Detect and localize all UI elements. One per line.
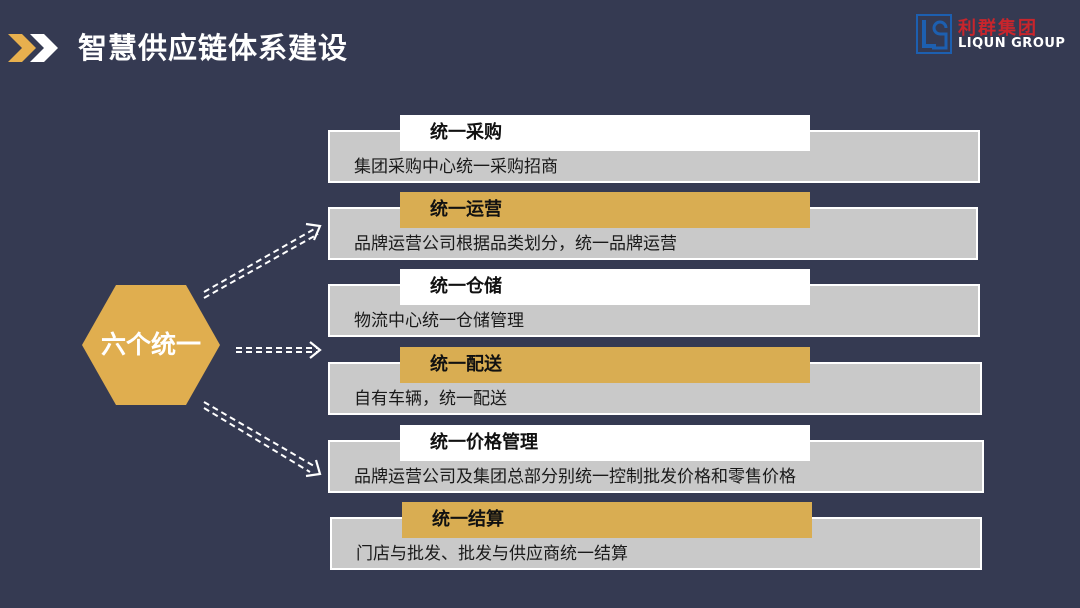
company-logo: 利群集团 LIQUN GROUP [916,14,1066,56]
dashed-arrows [203,222,322,478]
item-title: 统一运营 [400,192,810,228]
item-title: 统一配送 [400,347,810,383]
center-hexagon: 六个统一 [82,285,220,405]
item-title: 统一结算 [402,502,812,538]
item-description: 品牌运营公司及集团总部分别统一控制批发价格和零售价格 [354,467,796,487]
item-title: 统一价格管理 [400,425,810,461]
chevron-right-icon [8,34,58,62]
center-label: 六个统一 [100,330,201,359]
item-description: 物流中心统一仓储管理 [354,311,524,331]
page-title: 智慧供应链体系建设 [78,31,349,65]
logo-name-cn: 利群集团 [958,18,1038,39]
logo-name-en: LIQUN GROUP [958,36,1066,51]
item-description: 门店与批发、批发与供应商统一结算 [356,544,628,564]
item-title: 统一仓储 [400,269,810,305]
item-description: 自有车辆，统一配送 [354,389,507,409]
item-description: 品牌运营公司根据品类划分，统一品牌运营 [354,234,677,254]
liqun-logo-icon [916,14,952,54]
hexagon-shape [82,285,220,405]
item-description: 集团采购中心统一采购招商 [354,157,558,177]
item-title: 统一采购 [400,115,810,151]
